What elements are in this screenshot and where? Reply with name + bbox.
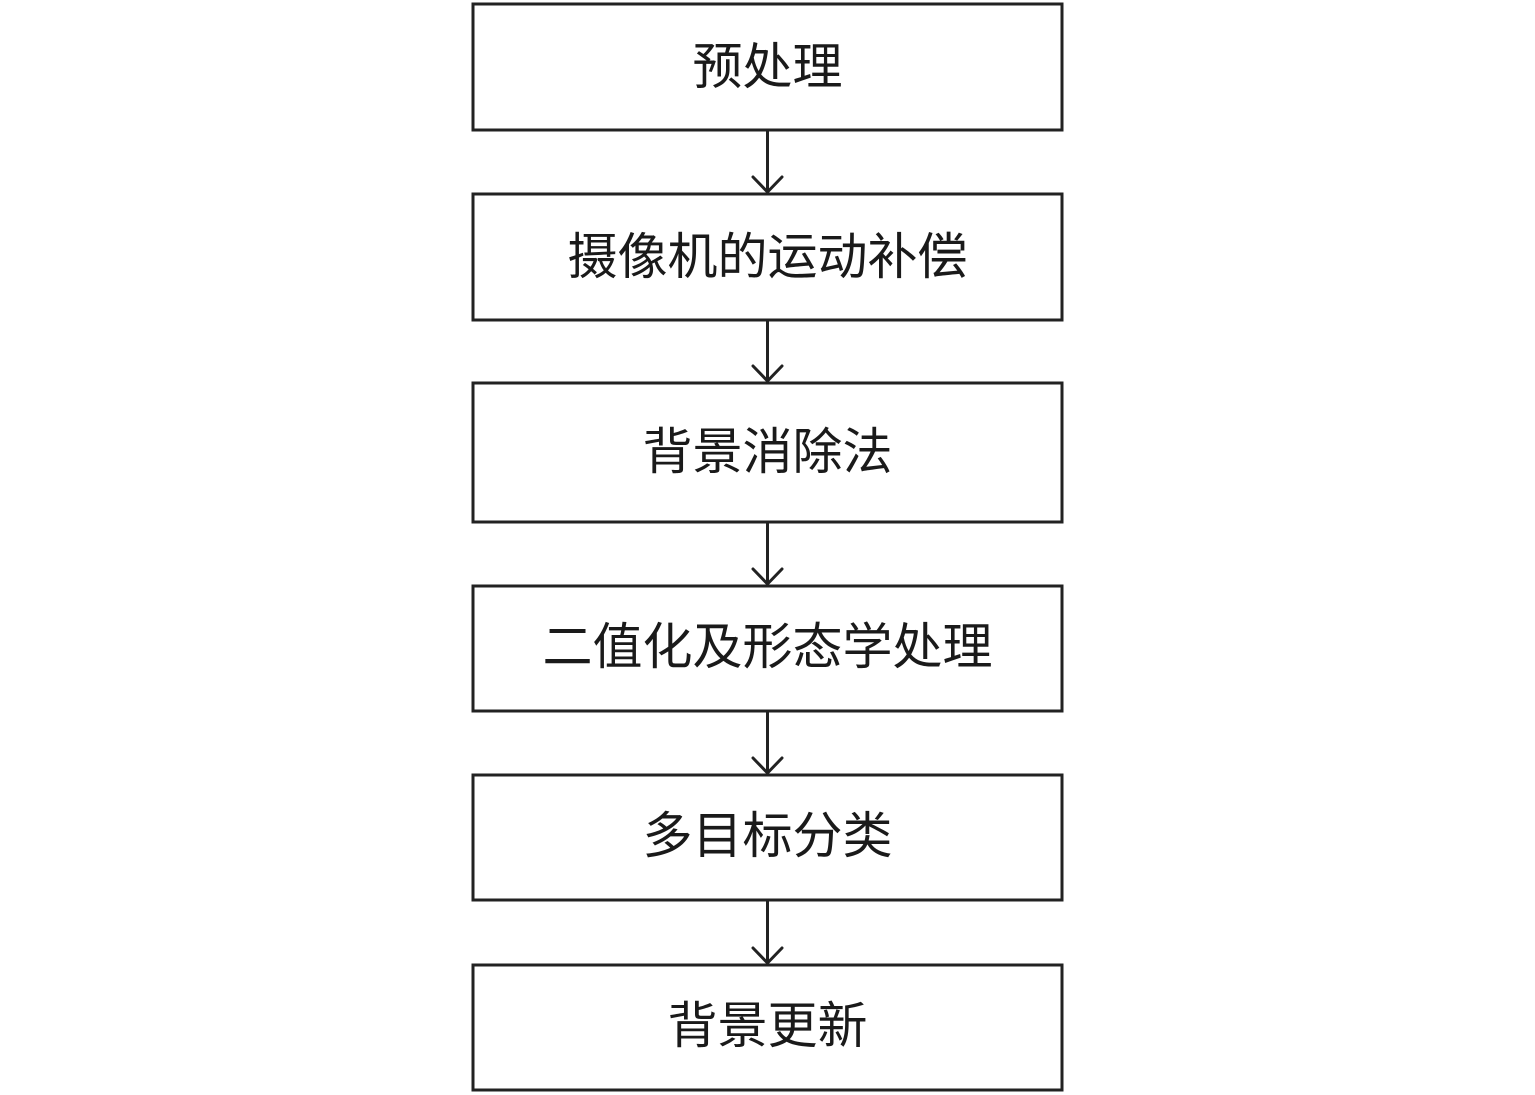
step-background-update: 背景更新	[471, 963, 1064, 1092]
step-box	[471, 963, 1064, 1092]
connector-arrow	[751, 522, 784, 586]
step-label: 预处理	[693, 38, 843, 96]
step-camera-motion-compensation: 摄像机的运动补偿	[471, 192, 1064, 322]
step-label: 背景消除法	[643, 423, 893, 481]
step-label: 多目标分类	[643, 807, 893, 865]
connector-arrow	[751, 900, 784, 965]
step-binarization-morphology: 二值化及形态学处理	[471, 584, 1064, 713]
step-label: 背景更新	[668, 997, 868, 1055]
step-preprocessing: 预处理	[471, 2, 1064, 132]
connector-arrow	[751, 130, 784, 194]
arrow-head	[751, 946, 784, 965]
step-box	[471, 2, 1064, 132]
step-label: 二值化及形态学处理	[543, 618, 993, 676]
arrow-head	[751, 756, 784, 775]
arrow-head	[751, 567, 784, 586]
step-box	[471, 381, 1064, 524]
step-box	[471, 584, 1064, 713]
step-box	[471, 192, 1064, 322]
step-box	[471, 773, 1064, 902]
step-background-subtraction: 背景消除法	[471, 381, 1064, 524]
step-multi-target-classification: 多目标分类	[471, 773, 1064, 902]
step-label: 摄像机的运动补偿	[568, 228, 968, 286]
arrow-head	[751, 364, 784, 383]
connector-arrow	[751, 320, 784, 383]
arrow-head	[751, 175, 784, 194]
connector-arrow	[751, 711, 784, 775]
